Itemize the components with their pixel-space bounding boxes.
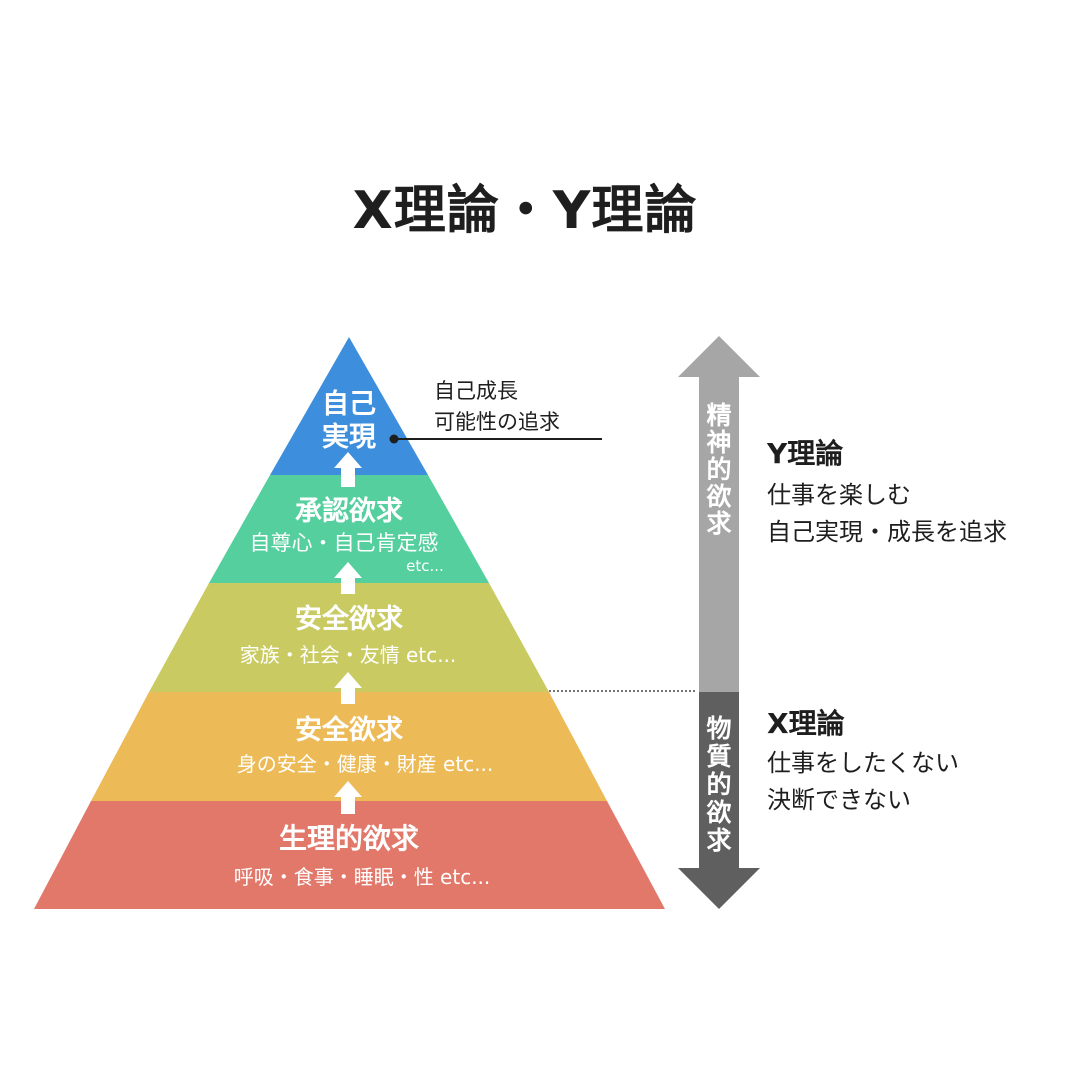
tier-social-title: 安全欲求 bbox=[295, 603, 403, 635]
spiritual-needs-char-2: 神 bbox=[706, 428, 731, 457]
x-theory-line-1: 仕事をしたくない bbox=[767, 749, 959, 777]
callout-text-line-1: 自己成長 bbox=[434, 379, 518, 403]
tier-self-actualization bbox=[270, 337, 428, 475]
tier-social-subtitle: 家族・社会・友情 etc... bbox=[240, 643, 457, 667]
tier-safety-subtitle: 身の安全・健康・財産 etc... bbox=[237, 752, 494, 776]
spiritual-needs-char-4: 欲 bbox=[705, 482, 731, 511]
tier-esteem-etc: etc... bbox=[406, 557, 444, 575]
tier-physiological-title: 生理的欲求 bbox=[279, 822, 419, 855]
tier-self-actualization-title-line-1: 自己 bbox=[322, 388, 376, 420]
x-theory-title: X理論 bbox=[767, 707, 846, 740]
y-theory-title: Y理論 bbox=[766, 437, 844, 470]
spiritual-needs-char-5: 求 bbox=[706, 509, 731, 538]
tier-esteem-title: 承認欲求 bbox=[295, 495, 403, 527]
tier-social bbox=[149, 583, 549, 692]
tier-esteem-subtitle: 自尊心・自己肯定感 bbox=[250, 531, 439, 555]
up-arrow-icon bbox=[334, 781, 362, 814]
up-arrow-icon bbox=[334, 672, 362, 704]
material-needs-char-2: 質 bbox=[706, 742, 731, 771]
spiritual-needs-arrow bbox=[678, 336, 760, 692]
tier-safety bbox=[91, 692, 607, 801]
up-arrow-icon bbox=[334, 562, 362, 594]
material-needs-char-3: 的 bbox=[706, 770, 731, 799]
spiritual-needs-char-3: 的 bbox=[706, 455, 731, 484]
up-arrow-icon bbox=[334, 452, 362, 487]
tier-physiological-subtitle: 呼吸・食事・睡眠・性 etc... bbox=[234, 865, 491, 889]
callout-text-line-2: 可能性の追求 bbox=[434, 410, 560, 434]
material-needs-char-4: 欲 bbox=[705, 798, 731, 827]
x-theory-line-2: 決断できない bbox=[767, 786, 911, 814]
y-theory-line-2: 自己実現・成長を追求 bbox=[767, 518, 1007, 546]
tier-physiological bbox=[34, 801, 665, 909]
page-title: X理論・Y理論 bbox=[352, 181, 698, 241]
spiritual-needs-char-1: 精 bbox=[706, 401, 731, 430]
tier-esteem bbox=[209, 475, 489, 583]
material-needs-char-5: 求 bbox=[706, 826, 731, 855]
material-needs-arrow bbox=[678, 692, 760, 909]
y-theory-line-1: 仕事を楽しむ bbox=[767, 481, 911, 509]
tier-safety-title: 安全欲求 bbox=[295, 714, 403, 746]
tier-self-actualization-title-line-2: 実現 bbox=[322, 421, 376, 453]
material-needs-char-1: 物 bbox=[706, 714, 731, 743]
